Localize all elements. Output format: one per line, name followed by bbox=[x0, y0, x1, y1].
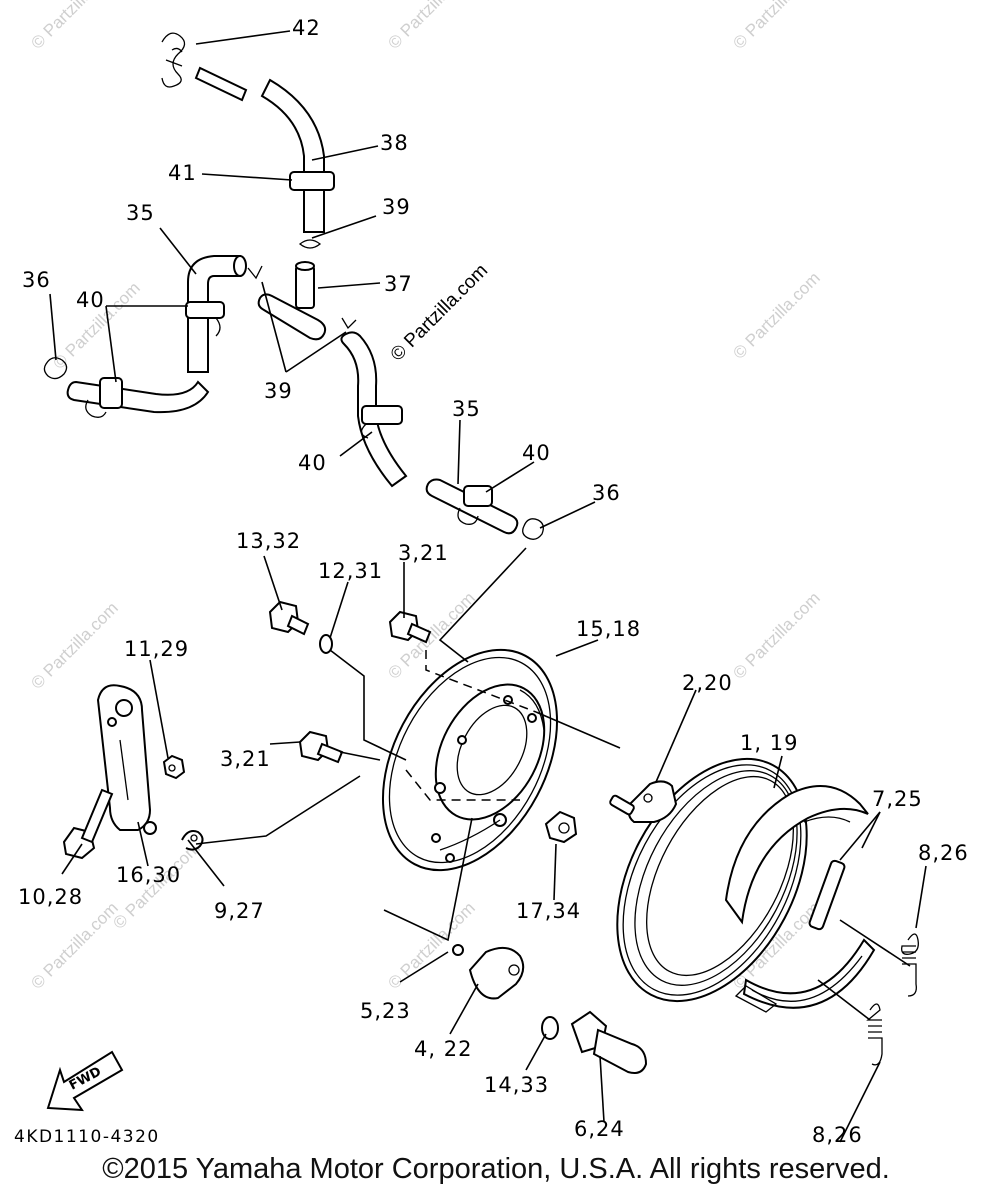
bolt-17-34 bbox=[544, 810, 578, 844]
bolt-10-28 bbox=[62, 788, 114, 860]
washer-12-31 bbox=[319, 634, 333, 654]
callout-1-19: 1, 19 bbox=[740, 731, 798, 755]
callout-37: 37 bbox=[384, 272, 413, 296]
brake-shoe-plate bbox=[381, 648, 559, 872]
callout-9-27: 9,27 bbox=[214, 899, 265, 923]
callout-17-34: 17,34 bbox=[516, 899, 581, 923]
cam-6-24 bbox=[570, 1010, 648, 1074]
watermark: © Partzilla.com bbox=[729, 588, 823, 682]
callout-3-21: 3,21 bbox=[220, 747, 271, 771]
callout-10-28: 10,28 bbox=[18, 885, 83, 909]
callout-3-21: 3,21 bbox=[398, 541, 449, 565]
callout-41: 41 bbox=[168, 161, 197, 185]
callout-40: 40 bbox=[522, 441, 551, 465]
callout-42: 42 bbox=[292, 16, 321, 40]
bolt-13-32 bbox=[268, 600, 310, 636]
callout-36: 36 bbox=[592, 481, 621, 505]
callout-5-23: 5,23 bbox=[360, 999, 411, 1023]
washer-9-27 bbox=[181, 830, 204, 851]
anchor-pin-2-20 bbox=[609, 780, 678, 823]
nut-11-29 bbox=[162, 754, 186, 780]
bolt-3-21-lower bbox=[298, 730, 344, 764]
callout-36: 36 bbox=[22, 268, 51, 292]
callout-7-25: 7,25 bbox=[872, 787, 923, 811]
callout-11-29: 11,29 bbox=[124, 637, 189, 661]
brake-shoes bbox=[724, 785, 876, 1013]
watermark: © Partzilla.com bbox=[384, 0, 478, 53]
callout-35: 35 bbox=[452, 397, 481, 421]
return-springs bbox=[866, 933, 919, 1066]
callout-40: 40 bbox=[298, 451, 327, 475]
callout-8-26: 8,26 bbox=[918, 841, 969, 865]
callout-39: 39 bbox=[264, 379, 293, 403]
callout-35: 35 bbox=[126, 201, 155, 225]
callout-6-24: 6,24 bbox=[574, 1117, 625, 1141]
callout-16-30: 16,30 bbox=[116, 863, 181, 887]
callout-12-31: 12,31 bbox=[318, 559, 383, 583]
watermark: © Partzilla.com bbox=[384, 898, 478, 992]
assembly-lines bbox=[195, 547, 911, 1021]
copyright-notice: ©2015 Yamaha Motor Corporation, U.S.A. A… bbox=[102, 1153, 890, 1185]
callout-14-33: 14,33 bbox=[484, 1073, 549, 1097]
callout-4-22: 4, 22 bbox=[414, 1037, 472, 1061]
watermark: © Partzilla.com bbox=[27, 598, 121, 692]
diagram-code: 4KD1110-4320 bbox=[14, 1127, 160, 1147]
callout-15-18: 15,18 bbox=[576, 617, 641, 641]
brake-drum bbox=[616, 757, 808, 1003]
clip-42 bbox=[161, 32, 186, 88]
watermark: © Partzilla.com bbox=[27, 898, 121, 992]
callout-8-26: 8,26 bbox=[812, 1123, 863, 1147]
watermark: © Partzilla.com bbox=[729, 268, 823, 362]
bolt-3-21-upper bbox=[388, 610, 432, 644]
parts-diagram: © Partzilla.com © Partzilla.com © Partzi… bbox=[14, 0, 969, 1147]
callout-40: 40 bbox=[76, 288, 105, 312]
callout-38: 38 bbox=[380, 131, 409, 155]
fwd-arrow: FWD bbox=[46, 1050, 124, 1112]
washer-14-33 bbox=[541, 1016, 559, 1040]
callout-39: 39 bbox=[382, 195, 411, 219]
leader-lines bbox=[49, 30, 927, 1143]
callout-labels: 42 38 41 39 35 36 40 37 39 35 40 40 36 1… bbox=[14, 16, 969, 1147]
camshaft-4-22 bbox=[452, 944, 525, 1000]
callout-13-32: 13,32 bbox=[236, 529, 301, 553]
brake-cam-lever bbox=[96, 684, 157, 835]
callout-2-20: 2,20 bbox=[682, 671, 733, 695]
watermark: © Partzilla.com bbox=[27, 0, 121, 53]
watermark: © Partzilla.com bbox=[729, 0, 823, 53]
